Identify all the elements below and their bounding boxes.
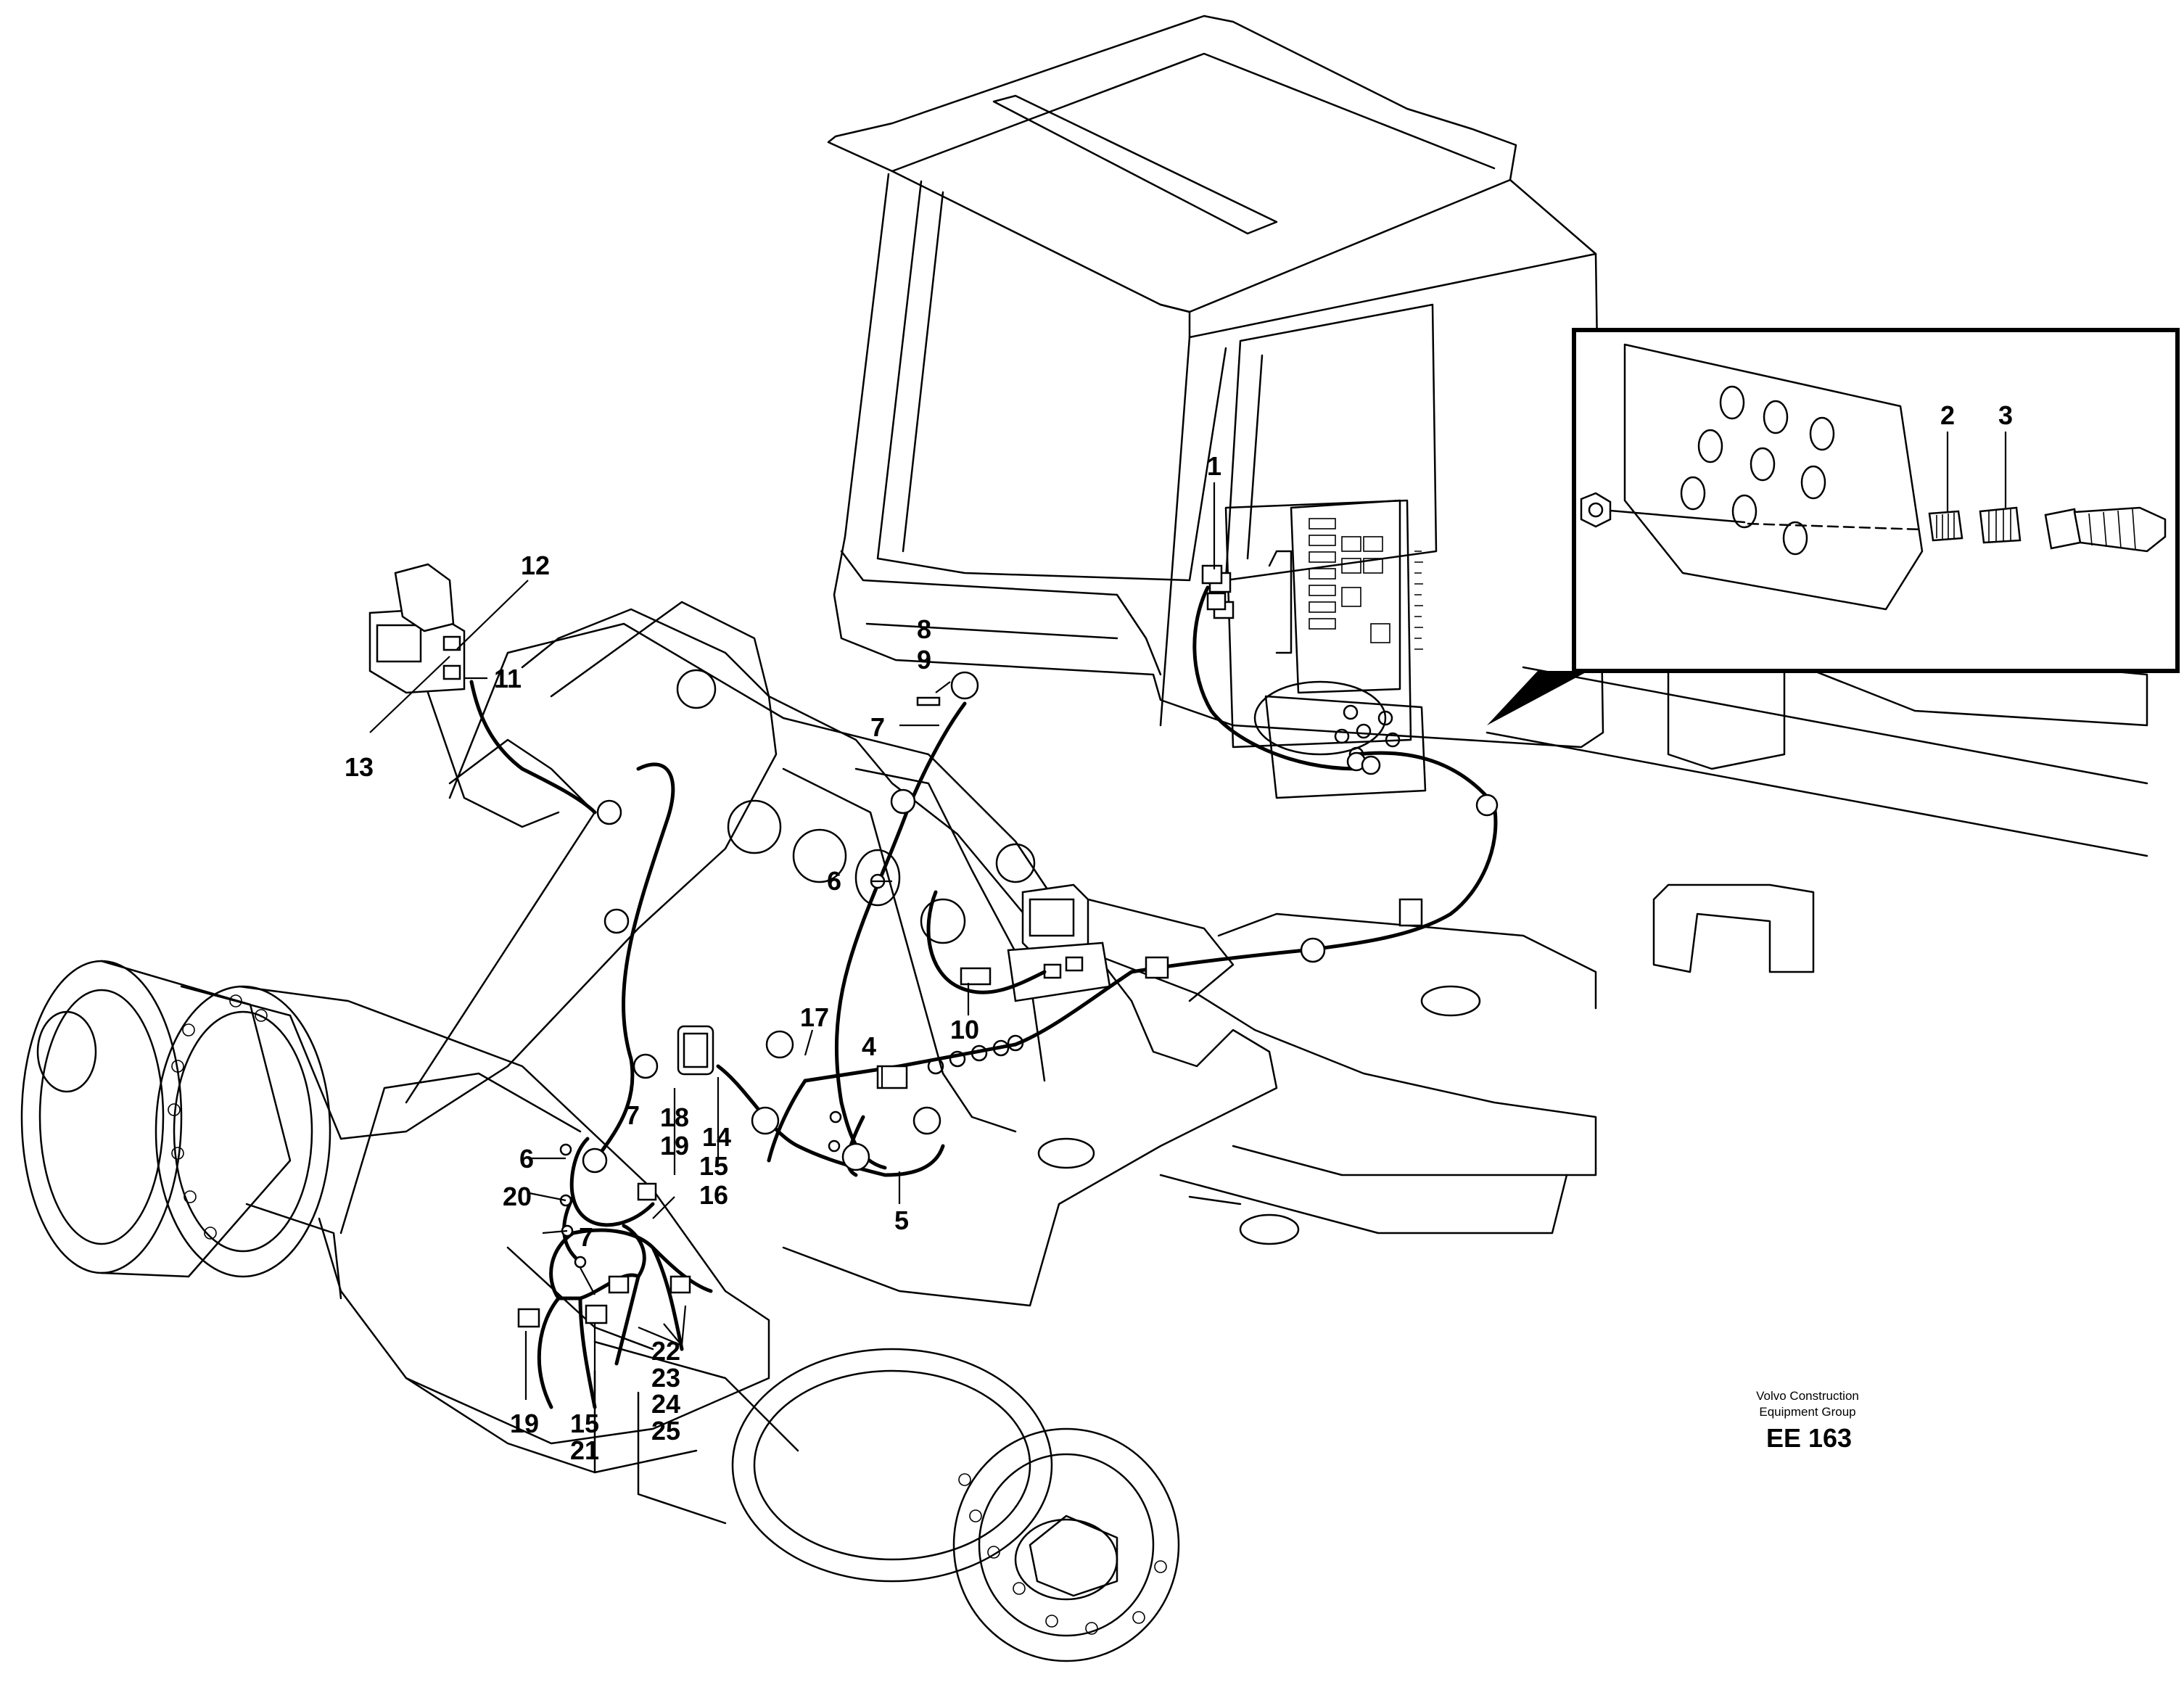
callout-8: 8 <box>917 614 931 644</box>
connectors-and-clips <box>517 564 1499 1328</box>
callout-23: 23 <box>651 1363 680 1393</box>
callout-10: 10 <box>950 1015 979 1044</box>
callout-6-lower: 6 <box>519 1144 534 1174</box>
callout-12: 12 <box>521 551 550 580</box>
credit-block: Volvo Construction Equipment Group EE 16… <box>1756 1389 1859 1453</box>
callout-22: 22 <box>651 1336 680 1366</box>
callout-18: 18 <box>660 1102 689 1132</box>
callout-2: 2 <box>1940 400 1955 430</box>
callout-4: 4 <box>862 1031 876 1061</box>
callout-1: 1 <box>1207 451 1221 481</box>
callout-9-upper: 9 <box>917 645 931 675</box>
inset-detail <box>1487 328 2180 725</box>
credit-line-1: Volvo Construction <box>1756 1389 1859 1403</box>
drawing-code: EE 163 <box>1766 1423 1852 1453</box>
callout-3: 3 <box>1998 400 2013 430</box>
callout-13: 13 <box>345 752 374 782</box>
callout-6-upper: 6 <box>827 866 841 896</box>
callout-19-lower: 19 <box>510 1409 539 1438</box>
callout-labels: 1 2 3 4 5 6 6 7 7 7 8 9 10 11 12 13 14 1… <box>345 400 2013 1465</box>
callout-24: 24 <box>651 1389 680 1419</box>
callout-16: 16 <box>699 1180 728 1210</box>
leader-lines <box>369 432 2007 1400</box>
callout-19-upper: 19 <box>660 1131 689 1161</box>
callout-14: 14 <box>702 1122 731 1152</box>
callout-7-upper: 7 <box>870 712 885 742</box>
callout-21: 21 <box>570 1435 599 1465</box>
cab-drawing <box>827 15 2148 973</box>
work-light-right <box>960 883 1111 1002</box>
wiring-harness <box>469 585 1498 1409</box>
callout-17: 17 <box>800 1002 829 1032</box>
work-light-left <box>368 563 560 828</box>
callout-7-lower: 7 <box>579 1222 593 1252</box>
callout-5: 5 <box>894 1205 909 1235</box>
connector-icon <box>1201 564 1223 585</box>
callout-25: 25 <box>651 1416 680 1446</box>
callout-20: 20 <box>503 1182 532 1211</box>
credit-line-2: Equipment Group <box>1759 1405 1855 1419</box>
callout-15-lower: 15 <box>570 1409 599 1438</box>
callout-11: 11 <box>494 664 522 693</box>
callout-7-middle: 7 <box>625 1100 640 1130</box>
callout-15-upper: 15 <box>699 1151 728 1181</box>
